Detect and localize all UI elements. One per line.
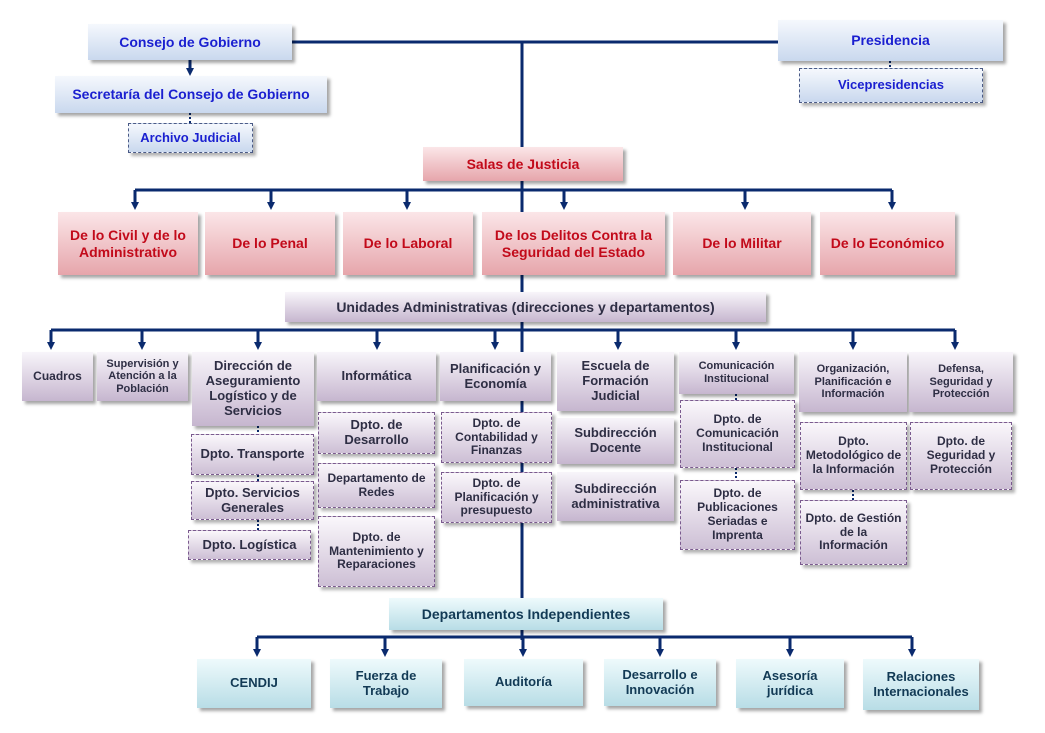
indep-asesoria-juridica: Asesoría jurídica [736, 659, 844, 708]
secretaria-box: Secretaría del Consejo de Gobierno [55, 76, 327, 113]
dpto-mantenimiento: Dpto. de Mantenimiento y Reparaciones [318, 516, 435, 587]
dpto-gestion-informacion: Dpto. de Gestión de la Información [800, 500, 907, 565]
sala-economico: De lo Económico [820, 212, 955, 275]
col-head-cuadros: Cuadros [22, 352, 93, 401]
sala-delitos-seguridad-estado: De los Delitos Contra la Seguridad del E… [482, 212, 665, 275]
dpto-transporte: Dpto. Transporte [191, 434, 314, 475]
subdireccion-docente: Subdirección Docente [557, 418, 674, 464]
col-head-defensa: Defensa, Seguridad y Protección [909, 352, 1013, 412]
sala-penal: De lo Penal [205, 212, 335, 275]
col-head-aseguramiento: Dirección de Aseguramiento Logístico y d… [192, 352, 314, 426]
sala-militar: De lo Militar [673, 212, 811, 275]
dpto-seguridad-proteccion: Dpto. de Seguridad y Protección [910, 422, 1012, 490]
salas-de-justicia-box: Salas de Justicia [423, 147, 623, 181]
dpto-desarrollo: Dpto. de Desarrollo [318, 412, 435, 454]
sala-civil-administrativo: De lo Civil y de lo Administrativo [58, 212, 198, 275]
dpto-servicios-generales: Dpto. Servicios Generales [191, 481, 314, 520]
departamento-redes: Departamento de Redes [318, 463, 435, 508]
col-head-organizacion: Organización, Planificación e Informació… [799, 352, 907, 412]
dpto-publicaciones-seriadas: Dpto. de Publicaciones Seriadas e Impren… [680, 480, 795, 550]
dpto-logistica: Dpto. Logística [188, 530, 311, 560]
col-head-escuela-formacion: Escuela de Formación Judicial [557, 352, 674, 411]
col-head-supervision: Supervisión y Atención a la Población [97, 352, 188, 401]
col-head-comunicacion: Comunicación Institucional [679, 352, 794, 394]
col-head-planificacion-economia: Planificación y Economía [440, 352, 551, 401]
dpto-metodologico-informacion: Dpto. Metodológico de la Información [800, 422, 907, 490]
consejo-de-gobierno-box: Consejo de Gobierno [88, 24, 292, 60]
col-head-informatica: Informática [317, 352, 436, 401]
departamentos-independientes-box: Departamentos Independientes [389, 598, 663, 630]
indep-auditoria: Auditoría [464, 659, 583, 706]
indep-cendij: CENDIJ [197, 659, 311, 708]
dpto-comunicacion-institucional: Dpto. de Comunicación Institucional [680, 400, 795, 468]
archivo-judicial-box: Archivo Judicial [128, 123, 253, 153]
subdireccion-administrativa: Subdirección administrativa [557, 472, 674, 521]
vicepresidencias-box: Vicepresidencias [799, 68, 983, 103]
indep-fuerza-trabajo: Fuerza de Trabajo [330, 659, 442, 708]
dpto-contabilidad-finanzas: Dpto. de Contabilidad y Finanzas [441, 412, 552, 463]
indep-relaciones-internacionales: Relaciones Internacionales [863, 659, 979, 710]
sala-laboral: De lo Laboral [343, 212, 473, 275]
unidades-administrativas-box: Unidades Administrativas (direcciones y … [285, 292, 766, 322]
indep-desarrollo-innovacion: Desarrollo e Innovación [604, 659, 716, 706]
dpto-planificacion-presupuesto: Dpto. de Planificación y presupuesto [441, 472, 552, 523]
presidencia-box: Presidencia [778, 20, 1003, 61]
